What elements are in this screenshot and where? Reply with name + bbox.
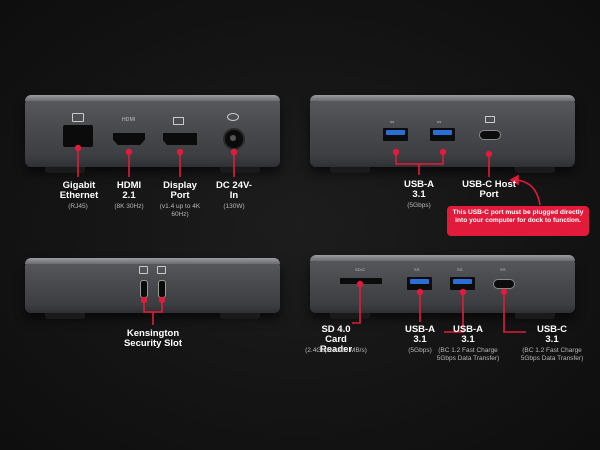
superspeed-mark: SS xyxy=(500,267,506,272)
ethernet-sublabel: (RJ45) xyxy=(68,203,88,210)
dock-front-panel: ss ss xyxy=(310,95,575,167)
dock-side-panel xyxy=(25,258,280,313)
usb-c-host-port xyxy=(479,130,501,140)
usb-a-port xyxy=(430,128,455,141)
lock-icon xyxy=(139,266,148,274)
usb-a-charge-port xyxy=(450,277,475,290)
device-foot xyxy=(45,313,85,319)
usb-c-label: USB-C 3.1 xyxy=(536,324,568,345)
ethernet-label: Gigabit Ethernet xyxy=(59,180,99,201)
usb-a-charge-label: USB-A 3.1 xyxy=(452,324,484,345)
usb-a-label: USB-A 3.1 xyxy=(403,179,435,200)
host-port-callout: This USB-C port must be plugged directly… xyxy=(447,206,589,236)
usb-a-port xyxy=(407,277,432,290)
dc-sublabel: (130W) xyxy=(223,203,245,210)
usb-c-port xyxy=(493,279,515,289)
hdmi-port xyxy=(113,133,145,145)
dc-polarity-icon xyxy=(227,113,239,121)
device-foot xyxy=(515,313,555,319)
dock-side-ports-panel: SD/C SS SS SS xyxy=(310,255,575,313)
device-foot xyxy=(220,167,260,173)
usb-c-sublabel: (BC 1.2 Fast Charge 5Gbps Data Transfer) xyxy=(520,347,584,362)
device-foot xyxy=(220,313,260,319)
kensington-label: Kensington Security Slot xyxy=(123,328,183,349)
usb-a-charge-sublabel: (BC 1.2 Fast Charge 5Gbps Data Transfer) xyxy=(436,347,500,362)
ethernet-icon xyxy=(72,113,84,122)
hdmi-label: HDMI 2.1 xyxy=(116,180,142,201)
laptop-icon xyxy=(485,116,495,123)
sd-card-label: SD 4.0 Card Reader xyxy=(319,324,353,355)
sd-card-sublabel: (2.4Gbps / 300 MB/s) xyxy=(305,347,367,354)
displayport-icon xyxy=(173,117,184,125)
superspeed-mark: SS xyxy=(414,267,420,272)
device-foot xyxy=(515,167,555,173)
usb-a-port xyxy=(383,128,408,141)
device-foot xyxy=(330,313,370,319)
displayport-sublabel: (v1.4 up to 4K 60Hz) xyxy=(159,203,201,218)
device-foot xyxy=(45,167,85,173)
usb-c-host-label: USB-C Host Port xyxy=(462,179,516,200)
usb-a-sublabel: (5Gbps) xyxy=(408,347,432,354)
displayport-label: Display Port xyxy=(163,180,197,201)
hdmi-mark: HDMI xyxy=(122,117,136,123)
superspeed-mark: ss xyxy=(437,119,442,124)
superspeed-mark: SS xyxy=(457,267,463,272)
displayport-port xyxy=(163,133,197,145)
lock-icon xyxy=(157,266,166,274)
sd-mark: SD/C xyxy=(355,267,366,272)
superspeed-mark: ss xyxy=(390,119,395,124)
ethernet-port xyxy=(63,125,93,147)
usb-a-label: USB-A 3.1 xyxy=(404,324,436,345)
dc-label: DC 24V-In xyxy=(216,180,252,201)
hdmi-sublabel: (8K 30Hz) xyxy=(114,203,144,210)
dc-port-pin xyxy=(230,135,236,141)
usb-a-sublabel: (5Gbps) xyxy=(407,202,431,209)
device-foot xyxy=(330,167,370,173)
